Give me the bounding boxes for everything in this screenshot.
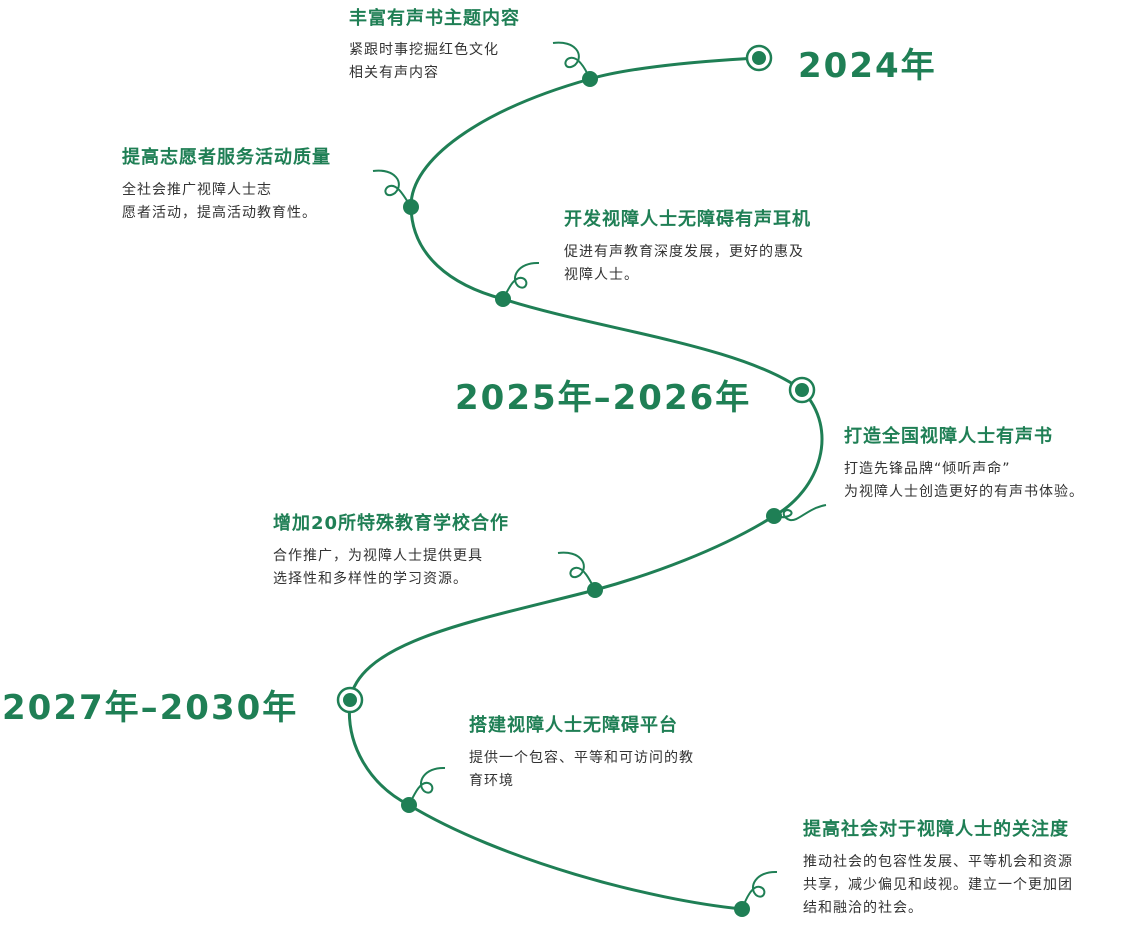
milestone-desc: 全社会推广视障人士志愿者活动，提高活动教育性。 [122,182,317,221]
milestone-dot [766,508,782,524]
leaf-curl-icon [552,41,591,80]
milestone-desc: 紧跟时事挖掘红色文化相关有声内容 [349,42,499,81]
milestone-title: 开发视障人士无障碍有声耳机 [564,209,811,230]
milestone-dot [403,199,419,215]
leaf-curl-icon [408,766,446,806]
milestone-dot [401,797,417,813]
milestone-title: 丰富有声书主题内容 [349,8,520,29]
milestone-title: 增加20所特殊教育学校合作 [273,513,510,534]
year-marker-dot [752,51,766,65]
milestone-dot [587,582,603,598]
leaf-curl-icon [741,870,778,910]
year-label-2027-2030: 2027年–2030年 [2,688,299,728]
year-label-2025-2026: 2025年–2026年 [455,378,752,418]
leaf-curl-icon [372,169,412,208]
milestone-dot [582,71,598,87]
leaf-curl-icon [773,504,827,522]
milestone-title: 打造全国视障人士有声书 [844,426,1053,447]
milestone-title: 提高志愿者服务活动质量 [122,147,331,168]
year-marker-dot [795,383,809,397]
milestone-desc: 推动社会的包容性发展、平等机会和资源共享，减少偏见和歧视。建立一个更加团结和融洽… [803,854,1073,916]
leaf-curl-icon [502,261,540,300]
milestone-desc: 促进有声教育深度发展，更好的惠及视障人士。 [564,244,804,283]
milestone-desc: 提供一个包容、平等和可访问的教育环境 [469,750,694,789]
year-marker-dot [343,693,357,707]
milestone-dot [495,291,511,307]
milestone-title: 搭建视障人士无障碍平台 [469,715,678,736]
timeline-path [347,56,824,911]
milestone-desc: 合作推广，为视障人士提供更具选择性和多样性的学习资源。 [273,548,483,587]
leaf-curl-icon [557,551,596,591]
milestone-dot [734,901,750,917]
year-label-2024: 2024年 [798,46,937,86]
milestone-desc: 打造先锋品牌“倾听声命”为视障人士创造更好的有声书体验。 [844,461,1084,500]
milestone-title: 提高社会对于视障人士的关注度 [803,819,1069,840]
